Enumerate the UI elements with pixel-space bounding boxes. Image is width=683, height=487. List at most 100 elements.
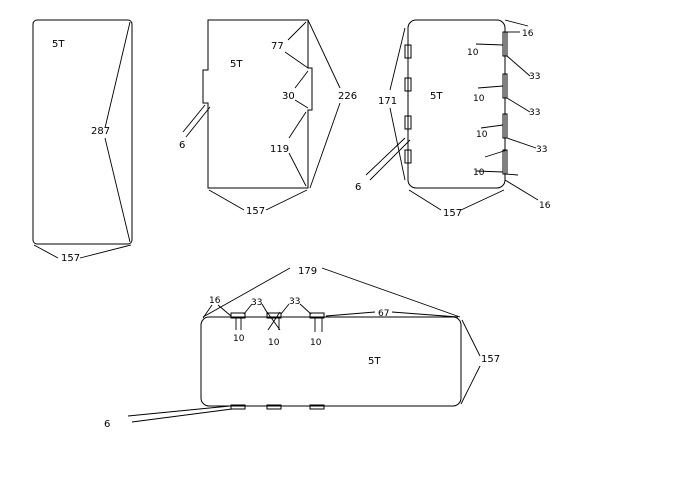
left-dim-157-leader-left — [33, 244, 59, 259]
middle-dim-119-leader-top — [288, 111, 307, 139]
right-dim-33-2-leader — [506, 97, 531, 113]
right-slot-3 — [404, 115, 412, 130]
right-dim-16-bottom-leader-1 — [504, 173, 519, 176]
middle-dim-6-leader-1 — [182, 104, 206, 133]
middle-dim-77-leader-bottom — [284, 51, 309, 69]
bottom-dim-16: 16 — [209, 296, 221, 306]
middle-dim-157: 157 — [246, 206, 265, 217]
bottom-slot-tick-1 — [235, 318, 242, 330]
right-dim-171-leader-top — [389, 27, 406, 91]
right-dim-6: 6 — [355, 182, 361, 193]
bottom-dim-6-leader-2 — [131, 408, 233, 423]
middle-dim-226-leader-top — [307, 19, 341, 89]
bottom-dim-10-3: 10 — [310, 338, 322, 348]
right-dim-6-leader-2 — [369, 139, 411, 181]
bottom-dim-179-leader-right — [321, 267, 461, 318]
bottom-dim-33-2-leader-right — [299, 303, 312, 315]
bottom-dim-6-leader-1 — [127, 405, 231, 417]
right-dim-33-3-leader-b — [484, 149, 508, 158]
right-dim-10-3-leader — [480, 124, 504, 129]
middle-dim-30-leader-bottom — [294, 99, 309, 109]
bottom-dim-33-cross-1 — [266, 311, 281, 331]
right-dim-171-leader-bottom — [389, 107, 406, 181]
right-dim-157-leader-right — [460, 189, 505, 211]
middle-dim-119-leader-bottom — [288, 152, 307, 187]
right-dim-10-2-leader — [477, 85, 504, 89]
right-slot-1 — [404, 44, 412, 59]
left-panel-outline — [32, 19, 133, 245]
bottom-top-tab-3 — [309, 312, 325, 319]
right-dim-33-3-leader — [506, 137, 537, 149]
bottom-bottom-tab-3 — [309, 404, 325, 410]
right-dim-171: 171 — [378, 96, 397, 107]
left-dim-287-leader-upper — [104, 21, 131, 129]
view-left: 5T 287 157 — [32, 19, 133, 264]
right-dim-10-2: 10 — [473, 94, 485, 104]
middle-dim-6: 6 — [179, 140, 185, 151]
left-dim-157: 157 — [61, 253, 80, 264]
view-bottom: 5T 179 16 33 33 67 10 10 10 157 6 — [104, 266, 500, 430]
middle-panel-outline — [202, 19, 313, 189]
right-dim-10-3: 10 — [476, 130, 488, 140]
right-material-label: 5T — [430, 91, 443, 102]
bottom-dim-157-leader-top — [461, 319, 481, 357]
bottom-slot-tick-3 — [314, 318, 323, 332]
bottom-dim-33-2-leader-left — [280, 303, 290, 315]
bottom-dim-157-leader-bottom — [460, 365, 481, 405]
bottom-dim-10-2: 10 — [268, 338, 280, 348]
bottom-dim-16-leader-right — [217, 304, 232, 317]
right-dim-10-1-leader — [475, 43, 504, 46]
view-right: 5T 16 10 33 10 33 10 33 10 16 171 157 6 — [355, 19, 551, 219]
middle-material-label: 5T — [230, 59, 243, 70]
right-dim-16-top: 16 — [522, 29, 534, 39]
middle-dim-226-leader-bottom — [309, 102, 341, 189]
left-dim-157-leader-right — [79, 244, 132, 259]
bottom-dim-179: 179 — [298, 266, 317, 277]
bottom-dim-157: 157 — [481, 354, 500, 365]
middle-dim-77-leader-top — [287, 21, 307, 41]
middle-dim-6-leader-2 — [185, 106, 211, 138]
left-dim-287-leader-lower — [104, 137, 131, 243]
right-panel-outline — [407, 19, 506, 189]
right-dim-33-2: 33 — [529, 108, 540, 118]
right-dim-16-top-leader-1 — [504, 19, 529, 27]
bottom-dim-16-leader-left — [202, 304, 213, 319]
middle-dim-30-leader-top — [294, 70, 309, 89]
middle-dim-226: 226 — [338, 91, 357, 102]
right-slot-2 — [404, 77, 412, 92]
bottom-bottom-tab-2 — [266, 404, 282, 410]
bottom-dim-67-leader-right — [391, 311, 459, 318]
right-dim-33-3: 33 — [536, 145, 547, 155]
bottom-dim-6: 6 — [104, 419, 110, 430]
bottom-dim-10-1: 10 — [233, 334, 245, 344]
right-dim-10-1: 10 — [467, 48, 479, 58]
middle-dim-157-leader-right — [265, 189, 308, 211]
bottom-bottom-tab-1 — [230, 404, 246, 410]
right-dim-33-1: 33 — [529, 72, 540, 82]
middle-dim-77: 77 — [271, 41, 284, 52]
bottom-top-tab-2 — [266, 312, 282, 319]
bottom-dim-33-2: 33 — [289, 297, 300, 307]
right-dim-10-4: 10 — [473, 168, 485, 178]
right-slot-4 — [404, 149, 412, 164]
bottom-dim-33-1-leader-left — [243, 303, 253, 315]
right-dim-6-leader-1 — [365, 137, 406, 176]
view-middle: 5T 77 30 226 119 157 6 — [179, 19, 357, 217]
right-dim-16-bottom-leader-2 — [504, 179, 539, 201]
middle-dim-157-leader-left — [208, 189, 245, 211]
middle-dim-119: 119 — [270, 144, 289, 155]
bottom-dim-33-1: 33 — [251, 298, 262, 308]
right-dim-16-bottom: 16 — [539, 201, 551, 211]
bottom-panel-outline — [200, 316, 462, 407]
right-dim-157: 157 — [443, 208, 462, 219]
bottom-dim-67-leader-left — [325, 311, 376, 317]
bottom-material-label: 5T — [368, 356, 381, 367]
bottom-dim-67: 67 — [378, 309, 389, 319]
right-dim-10-4-leader — [475, 170, 504, 173]
right-dim-157-leader-left — [408, 189, 442, 211]
right-tab-3 — [502, 113, 508, 139]
right-dim-33-1-leader — [506, 55, 531, 77]
middle-dim-30: 30 — [282, 91, 295, 102]
left-material-label: 5T — [52, 39, 65, 50]
